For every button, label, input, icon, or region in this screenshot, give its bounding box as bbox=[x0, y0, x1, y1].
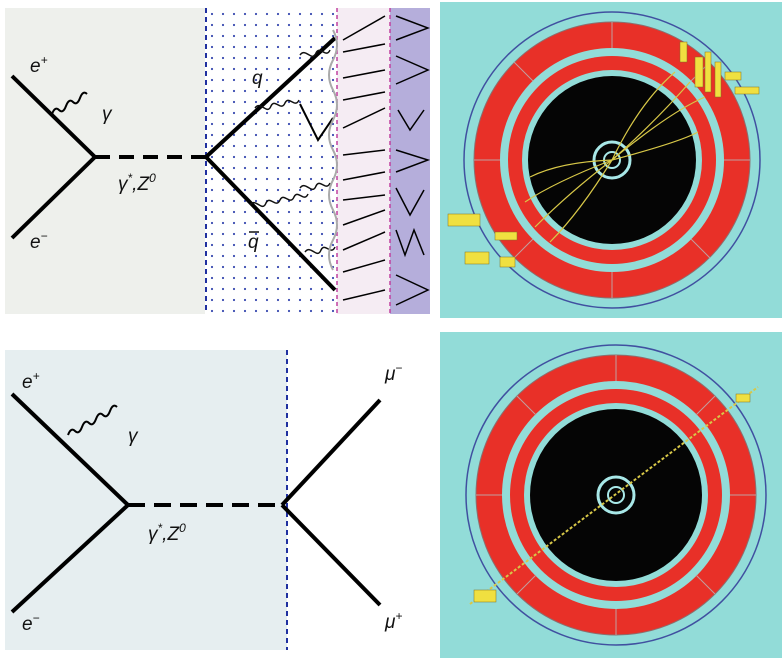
boson-label: γ*,Z0 bbox=[148, 521, 186, 545]
quark-label: q bbox=[252, 68, 263, 89]
antiquark-line bbox=[204, 155, 337, 292]
top-diagram-canvas: e+ e− γ γ*,Z0 q q bbox=[5, 8, 431, 314]
photon-wavy-line bbox=[67, 404, 118, 436]
initial-state-region bbox=[5, 8, 205, 314]
gluon-3 bbox=[249, 193, 309, 208]
muon-event-canvas bbox=[440, 332, 782, 658]
gluon-5 bbox=[304, 246, 336, 255]
segment-dividers bbox=[476, 355, 756, 635]
hadronization-region bbox=[337, 8, 390, 314]
hadron-lines bbox=[342, 15, 431, 306]
hadronic-event-canvas bbox=[440, 2, 782, 318]
energy-deposits bbox=[473, 393, 751, 603]
quark-line bbox=[204, 36, 337, 159]
muon-minus-line bbox=[280, 398, 382, 507]
gamma-label: γ bbox=[128, 426, 139, 447]
color-string bbox=[328, 29, 338, 271]
particle-tracks bbox=[524, 71, 706, 243]
muon-track bbox=[469, 386, 759, 605]
electron-minus-line bbox=[10, 155, 97, 240]
gluon-1 bbox=[254, 99, 300, 111]
bottom-diagram-canvas: e+ e− γ γ*,Z0 μ− μ+ bbox=[5, 350, 402, 650]
e-minus-label: e− bbox=[22, 611, 40, 635]
outer-detector-ring bbox=[463, 11, 761, 309]
vertex-detector-inner bbox=[607, 486, 625, 504]
boson-label: γ*,Z0 bbox=[118, 171, 156, 195]
e-plus-label: e+ bbox=[22, 369, 40, 393]
top-feynman-diagram: e+ e− γ γ*,Z0 q q bbox=[0, 0, 431, 318]
e-minus-label: e− bbox=[30, 229, 48, 253]
electron-plus-line bbox=[10, 392, 130, 507]
muon-plus-line bbox=[280, 503, 382, 607]
mu-minus-label: μ− bbox=[384, 361, 402, 385]
gluon-4 bbox=[299, 182, 331, 191]
quark-pair-split bbox=[299, 103, 334, 142]
antiquark-label: q bbox=[248, 232, 259, 253]
gamma-label: γ bbox=[102, 104, 113, 125]
bottom-feynman-diagram: e+ e− γ γ*,Z0 μ− μ+ bbox=[0, 330, 430, 658]
gluon-2 bbox=[299, 49, 331, 58]
energy-deposits bbox=[447, 41, 760, 268]
vertex-detector-outer bbox=[596, 475, 636, 515]
initial-state-region bbox=[5, 350, 287, 650]
mu-plus-label: μ+ bbox=[384, 609, 402, 633]
vertex-detector-outer bbox=[592, 140, 632, 180]
bottom-detector-event-display bbox=[440, 332, 782, 658]
e-plus-label: e+ bbox=[30, 53, 48, 77]
top-detector-event-display bbox=[440, 2, 782, 318]
photon-wavy-line bbox=[51, 91, 88, 115]
outer-detector-ring bbox=[465, 344, 767, 646]
electron-minus-line bbox=[10, 503, 130, 614]
electron-plus-line bbox=[10, 74, 97, 159]
